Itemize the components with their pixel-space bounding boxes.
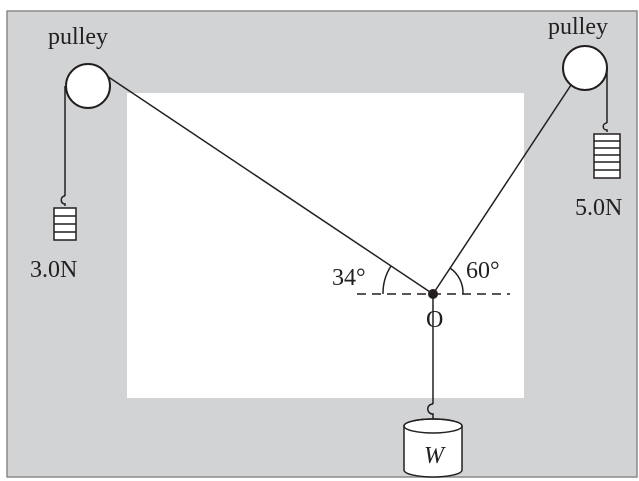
label-mass-left: 3.0N bbox=[30, 257, 77, 283]
string-right bbox=[432, 81, 574, 295]
mass-right bbox=[593, 122, 621, 179]
label-angle-right: 60° bbox=[466, 258, 500, 284]
label-pulley-left: pulley bbox=[48, 24, 108, 50]
label-weight: W bbox=[424, 443, 446, 469]
angle-arc-right bbox=[449, 267, 464, 295]
label-pulley-right: pulley bbox=[548, 14, 608, 40]
point-o-dot bbox=[428, 289, 438, 299]
weight-w bbox=[403, 403, 463, 478]
pulley-right bbox=[562, 45, 608, 91]
label-point-o: O bbox=[426, 307, 443, 333]
label-angle-left: 34° bbox=[332, 265, 366, 291]
angle-arc-left bbox=[382, 265, 392, 295]
pulley-left bbox=[65, 63, 111, 109]
paper-sheet bbox=[127, 93, 524, 398]
string-left bbox=[100, 71, 434, 295]
mass-left bbox=[53, 195, 77, 241]
label-mass-right: 5.0N bbox=[575, 195, 622, 221]
